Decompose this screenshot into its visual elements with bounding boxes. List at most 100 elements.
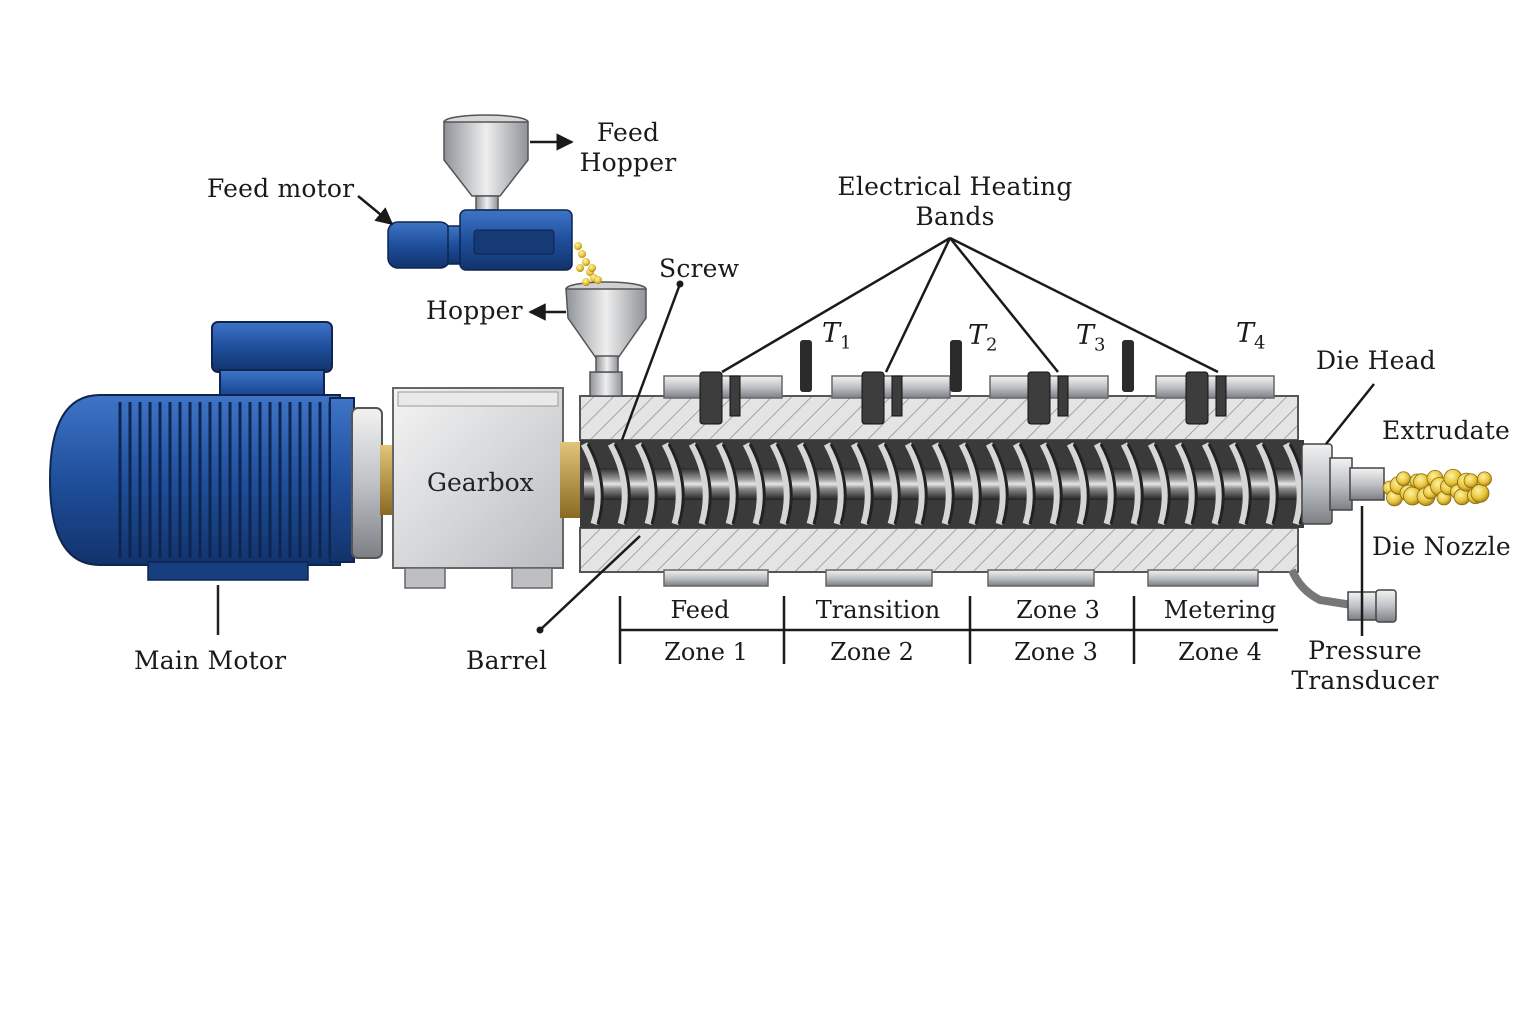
extrudate-label: Extrudate [1382, 416, 1510, 445]
screw-flight-edge [937, 443, 955, 525]
screw-flight-edge [883, 443, 901, 525]
screw-flight [877, 442, 899, 526]
screw-flight-edge [1045, 443, 1063, 525]
gearbox-label: Gearbox [427, 468, 534, 497]
screw-flight [1066, 442, 1088, 526]
screw-flight [661, 442, 683, 526]
screw [580, 442, 1306, 526]
granule [578, 250, 586, 258]
screw-flight-edge [1126, 443, 1144, 525]
extrudate-blob [1477, 471, 1492, 487]
screw-flight [1039, 442, 1061, 526]
screw-flight-edge [1180, 443, 1198, 525]
heater-bands-top [663, 375, 1275, 399]
screw-flight [1093, 442, 1115, 526]
thermocouple-label-t1: T1 [822, 318, 852, 354]
granule [582, 278, 590, 286]
pressure-transducer [1288, 568, 1397, 623]
feed-motor-label: Feed motor [207, 174, 355, 203]
hopper [565, 281, 647, 397]
main-motor-label: Main Motor [134, 646, 287, 675]
screw-flight [634, 442, 656, 526]
screw-flight-edge [991, 443, 1009, 525]
die-head [1301, 443, 1385, 525]
zone-4-bottom: Zone 4 [1178, 638, 1262, 666]
screw-flight [1228, 442, 1250, 526]
screw-flight [1147, 442, 1169, 526]
zone-1-top: Feed [670, 596, 730, 624]
hopper-label: Hopper [426, 296, 523, 325]
die-nozzle-label: Die Nozzle [1372, 532, 1511, 561]
screw-flight [1255, 442, 1277, 526]
screw-flight [823, 442, 845, 526]
zone-2-bottom: Zone 2 [830, 638, 914, 666]
screw-flight-edge [1099, 443, 1117, 525]
heater-bands-bottom [663, 569, 1259, 587]
screw-flight [931, 442, 953, 526]
granule [594, 276, 602, 284]
zone-1-bottom: Zone 1 [664, 638, 748, 666]
thermocouple-label-t4: T4 [1236, 318, 1266, 354]
screw-flight-edge [748, 443, 766, 525]
screw-flight-edge [586, 443, 604, 525]
screw-flight [769, 442, 791, 526]
granule [576, 264, 584, 272]
zone-table [618, 596, 1278, 664]
leader-dots [536, 280, 684, 634]
screw-flight [688, 442, 710, 526]
screw-flight-edge [721, 443, 739, 525]
zone-3-top: Zone 3 [1016, 596, 1100, 624]
screw-flight-edge [1153, 443, 1171, 525]
screw-flight-edge [829, 443, 847, 525]
screw-flight [958, 442, 980, 526]
main-motor [48, 321, 383, 635]
screw-flight-edge [694, 443, 712, 525]
screw-flight-edge [640, 443, 658, 525]
screw-flight-edge [613, 443, 631, 525]
screw-flight [1201, 442, 1223, 526]
extrudate-blob [1396, 471, 1411, 487]
screw-flight-edge [1234, 443, 1252, 525]
extrudate [1382, 468, 1492, 507]
band-clamps [699, 371, 1227, 425]
screw-flight [1174, 442, 1196, 526]
screw-flight [1282, 442, 1304, 526]
thermocouple-label-t2: T2 [968, 320, 998, 356]
zone-2-top: Transition [815, 596, 941, 624]
screw-flight [985, 442, 1007, 526]
screw-flight-edge [667, 443, 685, 525]
barrel-label: Barrel [466, 646, 548, 675]
feed-granules [574, 242, 602, 286]
feed-hopper [443, 114, 529, 211]
screw-flight-edge [775, 443, 793, 525]
screw-flight [742, 442, 764, 526]
granule [588, 264, 596, 272]
zone-4-top: Metering [1163, 596, 1277, 624]
screw-flight [1120, 442, 1142, 526]
gearbox [392, 387, 564, 589]
screw-flight-edge [802, 443, 820, 525]
leader-lines [357, 133, 1375, 636]
granule [582, 258, 590, 266]
extrudate-blob [1470, 483, 1490, 503]
thermocouple-label-t3: T3 [1076, 320, 1106, 356]
screw-flight-edge [1207, 443, 1225, 525]
thermocouple-probes [800, 340, 1134, 392]
granule [574, 242, 582, 250]
screw-flight-edge [1072, 443, 1090, 525]
die-head-label: Die Head [1316, 346, 1436, 375]
screw-flight [850, 442, 872, 526]
pressure-transducer-label: Pressure Transducer [1291, 636, 1439, 695]
screw-flight [1012, 442, 1034, 526]
zone-3-bottom: Zone 3 [1014, 638, 1098, 666]
screw-flight-edge [856, 443, 874, 525]
feed-motor [387, 209, 573, 271]
screw-flight [796, 442, 818, 526]
feed-hopper-label: Feed Hopper [579, 118, 677, 177]
screw-flight [580, 442, 602, 526]
heating-bands-label: Electrical Heating Bands [837, 172, 1073, 231]
screw-flight-edge [910, 443, 928, 525]
screw-flight-edge [1018, 443, 1036, 525]
screw-flight [715, 442, 737, 526]
